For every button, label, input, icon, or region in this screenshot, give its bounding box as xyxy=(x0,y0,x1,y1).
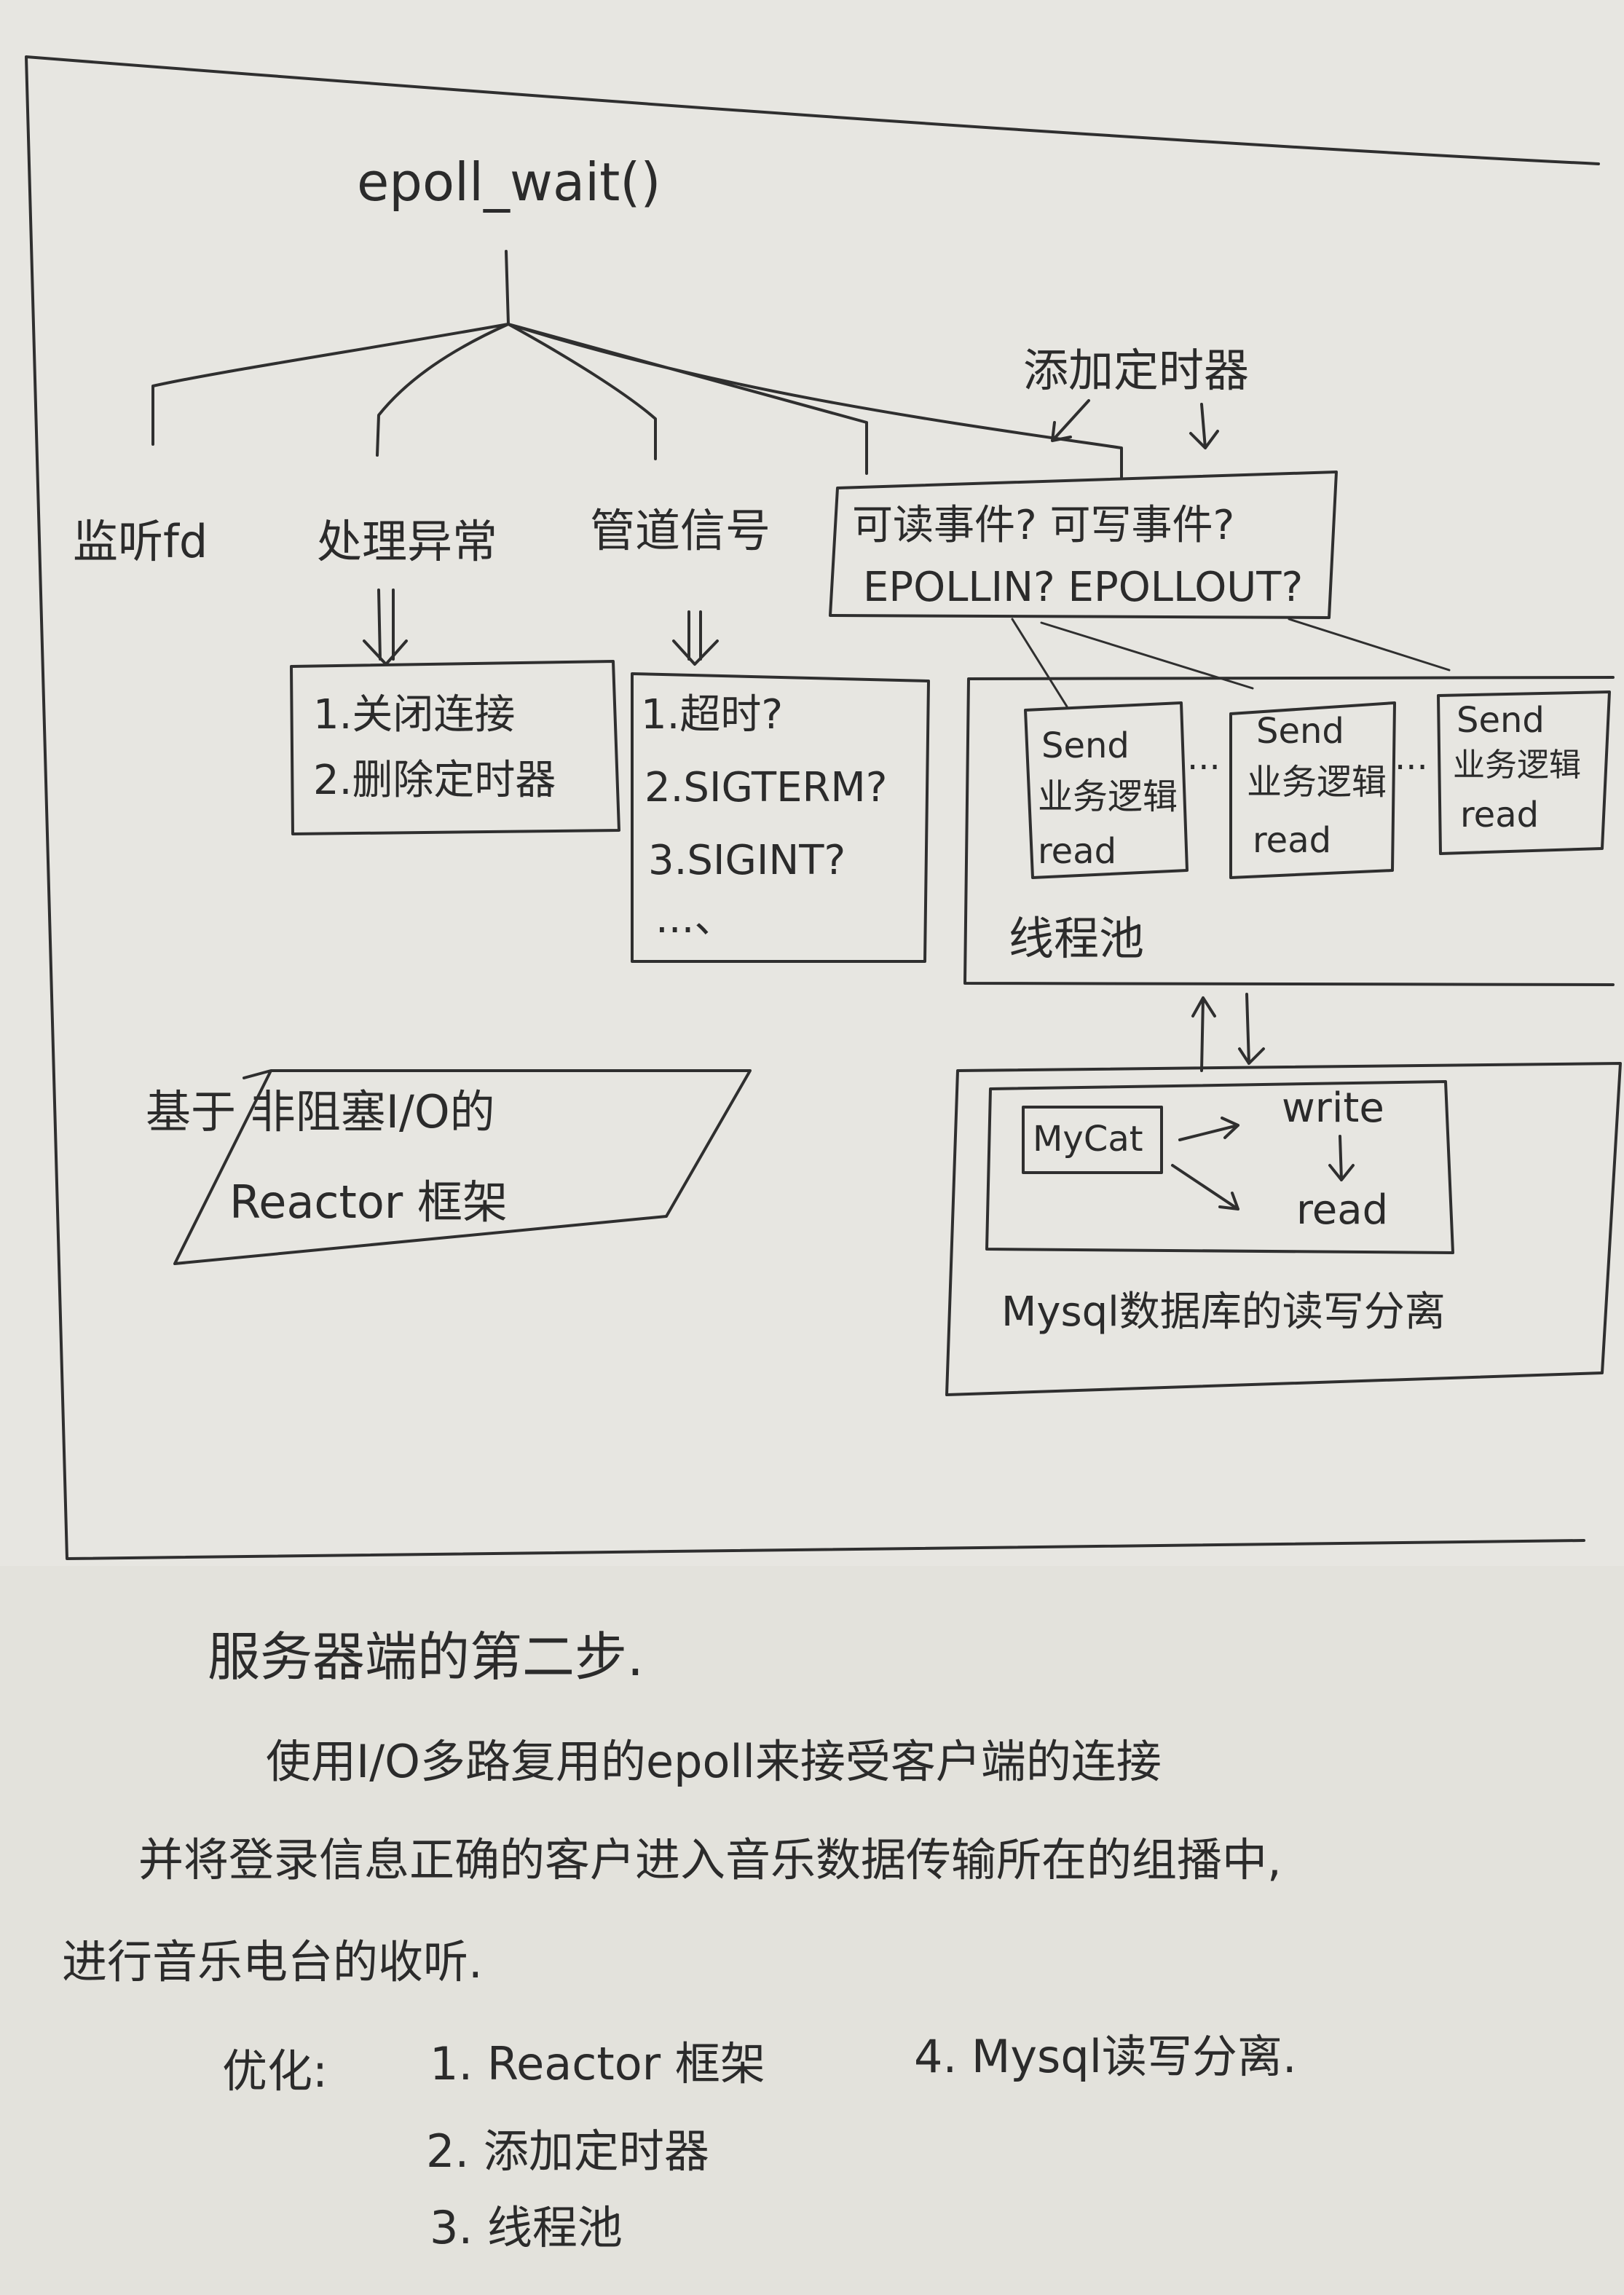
outer-frame xyxy=(25,55,1600,1560)
reactor-note-line-2: Reactor 框架 xyxy=(229,1176,508,1229)
branch-handle-exception: 处理异常 xyxy=(317,515,497,568)
mycat-label: MyCat xyxy=(1033,1119,1143,1160)
optimization-1: 1. Reactor 框架 xyxy=(430,2037,765,2090)
notes-line-2: 并将登录信息正确的客户进入音乐数据传输所在的组播中, xyxy=(138,1833,1282,1886)
mysql-inner-box xyxy=(985,1080,1454,1254)
branch-pipe-signal: 管道信号 xyxy=(590,504,770,557)
reactor-note-prefix: 基于 非阻塞I/O的 xyxy=(146,1085,495,1138)
worker-2: Send 业务逻辑 read xyxy=(1229,701,1396,879)
signal-item-1: 1.超时? xyxy=(641,691,783,739)
worker-2-read: read xyxy=(1253,820,1331,861)
events-line-2: EPOLLIN? EPOLLOUT? xyxy=(863,564,1303,611)
events-line-1: 可读事件? 可写事件? xyxy=(852,502,1234,549)
tree-branches xyxy=(151,323,1123,479)
worker-1-logic: 业务逻辑 xyxy=(1038,776,1178,817)
optimization-label: 优化: xyxy=(222,2044,328,2098)
mysql-write: write xyxy=(1282,1084,1384,1132)
optimization-3: 3. 线程池 xyxy=(430,2201,623,2254)
branch-listen-fd: 监听fd xyxy=(73,515,208,568)
signal-item-2: 2.SIGTERM? xyxy=(645,764,887,811)
mycat-box xyxy=(1022,1106,1163,1174)
worker-1-read: read xyxy=(1038,831,1116,872)
thread-pool-frame xyxy=(963,676,1615,986)
worker-1: Send 业务逻辑 read xyxy=(1024,701,1189,879)
notes-heading: 服务器端的第二步. xyxy=(208,1626,644,1688)
signal-box xyxy=(631,672,930,963)
worker-3-read: read xyxy=(1460,795,1539,835)
notes-line-3: 进行音乐电台的收听. xyxy=(62,1935,483,1988)
optimization-2: 2. 添加定时器 xyxy=(426,2125,709,2178)
mysql-read: read xyxy=(1296,1186,1388,1234)
optimization-4: 4. Mysql读写分离. xyxy=(914,2030,1297,2083)
worker-3: Send 业务逻辑 read xyxy=(1437,690,1611,855)
worker-1-send: Send xyxy=(1041,725,1130,766)
add-timer-label: 添加定时器 xyxy=(1023,344,1249,397)
write-to-read-arrow xyxy=(1328,1135,1355,1181)
worker-3-logic: 业务逻辑 xyxy=(1453,747,1581,784)
exception-box xyxy=(290,660,620,835)
worker-2-send: Send xyxy=(1256,711,1344,752)
mysql-frame xyxy=(945,1062,1622,1396)
paper-lower-shade xyxy=(0,1566,1624,2295)
tree-trunk xyxy=(505,250,510,326)
exception-item-1: 1.关闭连接 xyxy=(313,691,515,739)
mysql-caption: Mysql数据库的读写分离 xyxy=(1001,1288,1446,1336)
add-timer-arrow-right xyxy=(1189,403,1219,449)
add-timer-arrow-left xyxy=(1051,399,1090,442)
worker-2-logic: 业务逻辑 xyxy=(1247,762,1387,803)
worker-3-send: Send xyxy=(1457,700,1545,741)
exception-item-2: 2.删除定时器 xyxy=(313,757,556,804)
mycat-to-write-arrow xyxy=(1178,1117,1239,1141)
notes-line-1: 使用I/O多路复用的epoll来接受客户端的连接 xyxy=(266,1735,1162,1788)
worker-ellipsis-1: ··· xyxy=(1187,747,1221,788)
signal-item-3: 3.SIGINT? xyxy=(648,837,845,884)
signal-item-4: ...、 xyxy=(655,895,735,942)
events-box xyxy=(829,471,1338,619)
pool-mysql-arrows xyxy=(1191,993,1265,1072)
mycat-to-read-arrow xyxy=(1171,1164,1239,1211)
signal-down-arrow xyxy=(672,610,719,666)
worker-ellipsis-2: ··· xyxy=(1395,747,1428,788)
reactor-note-box xyxy=(173,1069,752,1265)
thread-pool-label: 线程池 xyxy=(1009,912,1144,965)
root-epoll-wait: epoll_wait() xyxy=(357,151,661,213)
